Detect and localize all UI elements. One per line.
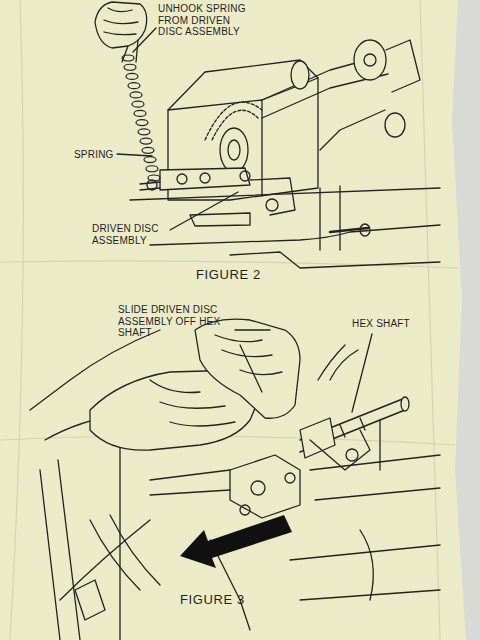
spring-coil-turn — [140, 138, 152, 144]
figure-3-drawing — [30, 319, 440, 640]
spring-coil-turn — [134, 110, 146, 116]
figure-caption: FIGURE 2 — [196, 268, 286, 283]
paper — [0, 0, 466, 640]
callout-label: SLIDE DRIVEN DISC ASSEMBLY OFF HEX SHAFT — [118, 304, 230, 339]
spring-coil — [122, 55, 160, 181]
figure-caption: FIGURE 3 — [180, 593, 270, 608]
spring-coil-turn — [124, 64, 136, 70]
spring-coil-turn — [128, 83, 140, 89]
spring-coil-turn — [148, 175, 160, 181]
callout-label: SPRING — [74, 149, 124, 161]
paper-creases — [0, 0, 458, 640]
callout-label: UNHOOK SPRING FROM DRIVEN DISC ASSEMBLY — [158, 3, 250, 38]
spring-coil-turn — [130, 92, 142, 98]
spring-coil-turn — [138, 129, 150, 135]
spring-coil-turn — [142, 147, 154, 153]
spring-coil-turn — [136, 120, 148, 126]
spring-coil-turn — [146, 166, 158, 172]
spring-coil-turn — [122, 55, 134, 61]
spring-coil-turn — [126, 73, 138, 79]
spring-coil-turn — [144, 157, 156, 163]
callout-label: HEX SHAFT — [352, 318, 422, 330]
spring-coil-turn — [132, 101, 144, 107]
direction-arrow — [180, 515, 292, 568]
callout-label: DRIVEN DISC ASSEMBLY — [92, 223, 167, 246]
